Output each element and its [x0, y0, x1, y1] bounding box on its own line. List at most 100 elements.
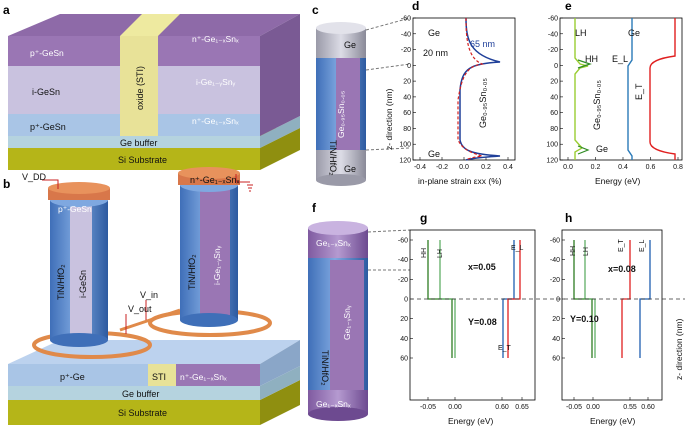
- b-vdd-wire: [42, 179, 59, 189]
- h-y-tick-label: -20: [550, 277, 560, 284]
- d-x-tick-label: -0.2: [436, 164, 448, 171]
- b-label-p-ge: p⁺-Ge: [60, 372, 85, 382]
- c-top-face: [316, 22, 366, 34]
- b-n-layer: [176, 364, 260, 386]
- d-ann-material: Ge₀.₉₅Sn₀.₀₅: [478, 78, 488, 128]
- a-label-n-top: n⁺-Ge₁₋ₓSnₓ: [192, 34, 239, 44]
- b-label-p-top: p⁺-GeSn: [58, 204, 92, 214]
- e-y-tick-label: 80: [550, 126, 558, 133]
- panel-a-letter: a: [3, 3, 10, 17]
- e-y-tick-label: 100: [546, 142, 558, 149]
- h-frame: [561, 229, 663, 401]
- a-si-substrate-label: Si Substrate: [118, 155, 167, 165]
- a-label-p-gesn: p⁺-GeSn: [30, 48, 64, 58]
- g-series-et: [507, 240, 521, 358]
- b-pillar-left-base: [50, 333, 108, 347]
- h-ann-y: Y=0.10: [570, 314, 599, 324]
- e-x-tick-label: 0.2: [591, 164, 601, 171]
- h-ann-x: x=0.08: [608, 264, 636, 274]
- g-y-tick-label: -20: [398, 277, 408, 284]
- e-ann-el: E_L: [612, 54, 628, 64]
- h-ann-lh: LH: [583, 247, 590, 256]
- d-y-tick-label: 60: [403, 110, 411, 117]
- panel-b: b Si Substrate Ge buffer p⁺-Ge STI n⁺-Ge…: [3, 167, 300, 425]
- g-y-tick-label: 0: [404, 297, 408, 304]
- e-x-tick-label: 0.8: [673, 164, 683, 171]
- e-ann-lh: LH: [575, 28, 587, 38]
- panel-d-letter: d: [412, 0, 419, 13]
- b-si-substrate-front: [8, 400, 260, 425]
- panel-a: a Si Substrate Ge buffer oxide (STI) p⁺-…: [3, 3, 300, 170]
- d-y-tick-label: 80: [403, 126, 411, 133]
- a-stack-side: [260, 14, 300, 136]
- f-top-face: [308, 221, 368, 235]
- d-y-tick-label: 120: [399, 158, 411, 165]
- e-ann-material: Ge₀.₉₅Sn₀.₀₅: [592, 80, 602, 130]
- f-label-bottom: Ge₁₋ₓSnₓ: [316, 399, 351, 409]
- d-y-tick-label: -60: [401, 16, 411, 23]
- g-ann-el: E_L: [511, 245, 524, 252]
- b-si-substrate-label: Si Substrate: [118, 408, 167, 418]
- f-label-channel: Ge₁₋ᵧSnᵧ: [342, 305, 352, 340]
- e-ann-et: E_T: [634, 83, 644, 100]
- b-ground-icon: [247, 184, 253, 192]
- h-xlabel: Energy (eV): [590, 416, 636, 426]
- h-y-tick-label: 20: [552, 316, 560, 323]
- b-ground-wire: [235, 174, 250, 183]
- g-y-tick-label: 60: [400, 356, 408, 363]
- d-x-tick-label: 0.2: [481, 164, 491, 171]
- a-oxide-top: [120, 14, 180, 36]
- panel-g-letter: g: [420, 211, 427, 225]
- f-label-gate: TiN/HfO₂: [320, 350, 330, 386]
- b-label-vout: V_out: [128, 304, 152, 314]
- d-ann-65nm: 65 nm: [470, 39, 495, 49]
- h-x-tick-label: 0.00: [586, 404, 600, 411]
- g-y-tick-label: 20: [400, 316, 408, 323]
- d-frame: [412, 17, 516, 161]
- h-ann-hh: HH: [570, 246, 577, 256]
- e-frame: [559, 17, 683, 161]
- c-label-bottom: Ge: [344, 164, 356, 174]
- e-y-tick-label: -40: [548, 31, 558, 38]
- d-x-tick-label: 0.4: [503, 164, 513, 171]
- e-ann-ge-bottom: Ge: [596, 144, 608, 154]
- panel-b-letter: b: [3, 177, 10, 191]
- d-series-20nm: [457, 17, 485, 161]
- d-xlabel: in-plane strain εxx (%): [418, 176, 502, 186]
- a-label-p-gesn-2: p⁺-GeSn: [30, 122, 66, 132]
- g-ann-lh: LH: [437, 249, 444, 258]
- c-guide-lines: [365, 17, 411, 151]
- b-sti: [148, 364, 176, 386]
- g-x-tick-label: 0.60: [495, 404, 509, 411]
- g-x-tick-label: 0.00: [448, 404, 462, 411]
- b-ge-buffer-label: Ge buffer: [122, 389, 159, 399]
- d-y-tick-label: 20: [403, 79, 411, 86]
- c-label-channel: Ge₀.₉₅Sn₀.₀₅: [336, 91, 346, 138]
- b-pillar-right-channel: [200, 185, 230, 320]
- h-series-et: [621, 240, 631, 358]
- e-ann-ge-top: Ge: [628, 28, 640, 38]
- e-y-tick-label: 0: [554, 63, 558, 70]
- b-pillar-left-channel: [70, 200, 92, 340]
- d-ann-ge-bottom: Ge: [428, 149, 440, 159]
- b-label-vdd: V_DD: [22, 172, 47, 182]
- d-y-tick-label: -20: [401, 47, 411, 54]
- panel-f: f Ge₁₋ₓSnₓ TiN/HfO₂ Ge₁₋ᵧSnᵧ Ge₁₋ₓSnₓ: [308, 201, 411, 421]
- b-label-sti: STI: [152, 372, 166, 382]
- b-si-substrate-side: [260, 380, 300, 425]
- f-guide-lines: [367, 229, 411, 271]
- e-xlabel: Energy (eV): [595, 176, 641, 186]
- g-y-tick-label: -40: [398, 257, 408, 264]
- d-x-tick-label: 0.0: [459, 164, 469, 171]
- e-series-hh: [577, 59, 592, 155]
- d-y-tick-label: -40: [401, 31, 411, 38]
- b-ge-buffer-side: [260, 366, 300, 400]
